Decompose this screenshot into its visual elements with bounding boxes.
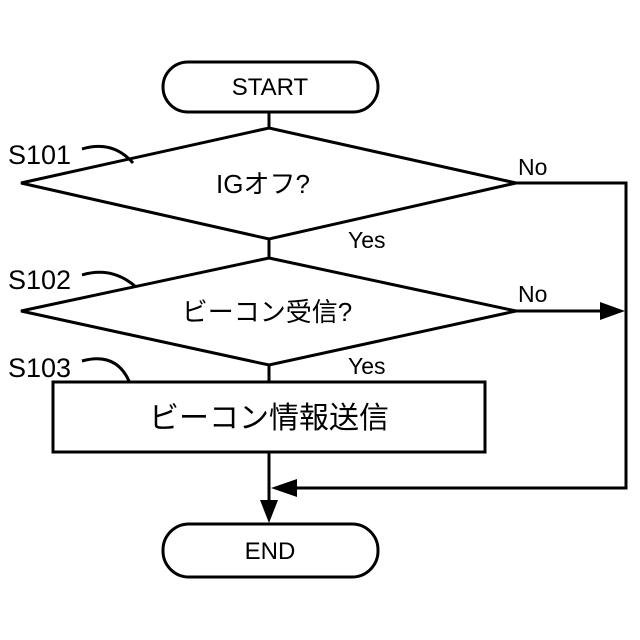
s101-yes-label: Yes [348,227,386,253]
s103-step-label: S103 [8,353,71,383]
s101-no-label: No [518,154,547,180]
no-branch-arrowhead-right-icon [600,302,625,320]
end-terminal-shape [161,522,380,579]
end-arrowhead-down-icon [260,500,278,523]
s101-step-label: S101 [8,140,71,170]
s103-leader-line [81,357,131,382]
merge-arrowhead-left-icon [271,479,297,497]
decision-s101-text: IGオフ? [216,169,310,199]
s102-leader-line [81,270,137,289]
end-label: END [245,538,296,565]
s101-leader-line [81,144,135,165]
start-label: START [232,74,309,101]
process-s103-box [51,380,487,454]
s102-no-label: No [518,281,547,307]
s102-step-label: S102 [8,265,71,295]
no-branch-line-s101 [295,181,628,490]
s102-yes-label: Yes [348,353,386,379]
process-s103-text: ビーコン情報送信 [149,402,389,435]
decision-s102-text: ビーコン受信? [182,297,352,327]
